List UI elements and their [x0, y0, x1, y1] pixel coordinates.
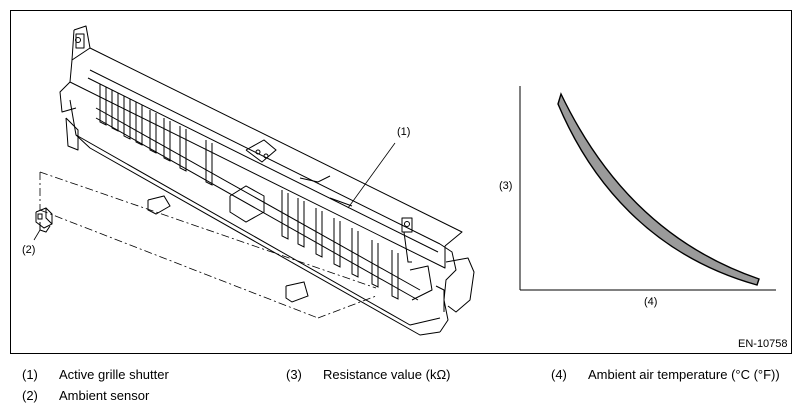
legend-label: Ambient sensor	[59, 388, 150, 403]
sensor-leader-line	[33, 229, 41, 241]
callout-resistance-axis: (3)	[499, 180, 513, 192]
grille-center-hardware	[147, 139, 353, 303]
resistance-graph	[519, 86, 776, 291]
callout-grille: (1)	[397, 126, 411, 138]
legend-number: (4)	[551, 367, 567, 382]
legend-number: (1)	[22, 367, 38, 382]
callout-temperature-axis: (4)	[644, 296, 658, 308]
mounting-guide-line	[39, 171, 377, 319]
ambient-sensor-drawing	[35, 207, 53, 233]
active-grille-shutter-drawing	[59, 25, 475, 336]
curve-band	[557, 92, 760, 286]
legend-number: (2)	[22, 388, 38, 403]
legend-label: Resistance value (kΩ)	[323, 367, 451, 382]
figure-code: EN-10758	[738, 338, 788, 350]
legend-label: Active grille shutter	[59, 367, 169, 382]
shutter-slats	[99, 84, 399, 300]
legend-number: (3)	[286, 367, 302, 382]
callout-sensor: (2)	[22, 244, 36, 256]
grille-leader-line	[347, 142, 396, 209]
figure-frame	[10, 10, 792, 354]
legend-label: Ambient air temperature (°C (°F))	[588, 367, 780, 382]
